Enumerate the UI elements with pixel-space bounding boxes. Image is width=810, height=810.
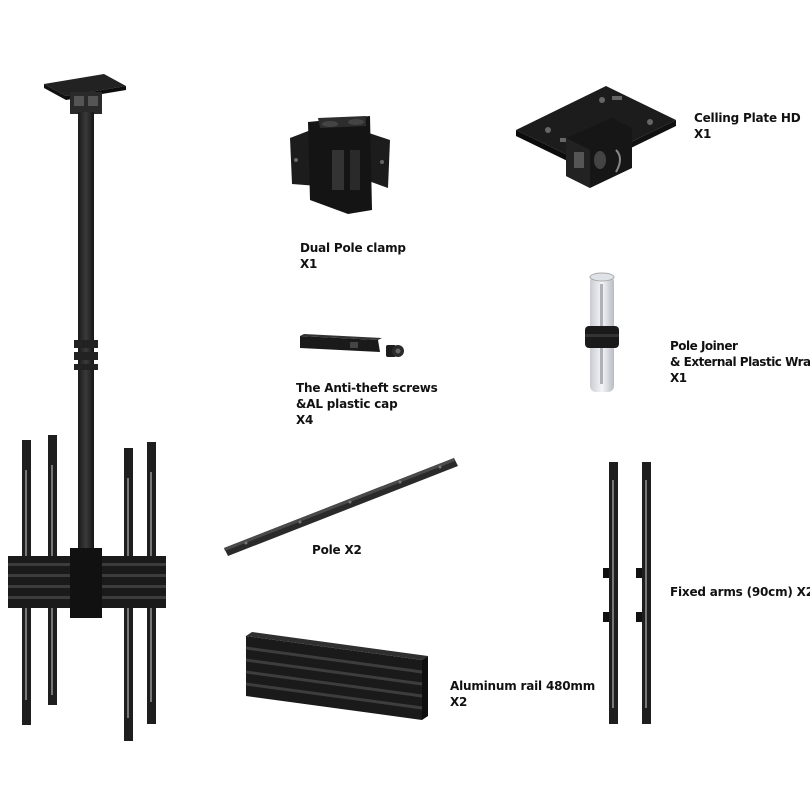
label-anti-theft-qty: X4 — [296, 413, 314, 427]
label-pole-joiner: Pole Joiner & External Plastic Wrap X1 — [670, 338, 810, 386]
label-anti-theft-line2: &AL plastic cap — [296, 397, 398, 411]
label-anti-theft: The Anti-theft screws &AL plastic cap X4 — [296, 380, 438, 428]
pole-image — [224, 458, 458, 556]
pole-joiner-image — [585, 272, 619, 392]
label-pole: Pole X2 — [312, 542, 362, 558]
label-dual-pole-clamp-name: Dual Pole clamp — [300, 241, 406, 255]
label-fixed-arms: Fixed arms (90cm) X2 — [670, 584, 810, 600]
ceiling-plate-image — [516, 86, 676, 188]
label-fixed-arms-name: Fixed arms (90cm) X2 — [670, 585, 810, 599]
label-aluminum-rail: Aluminum rail 480mm X2 — [450, 678, 595, 710]
label-pole-joiner-qty: X1 — [670, 371, 687, 385]
anti-theft-screws-image — [300, 334, 404, 357]
label-pole-joiner-line1: Pole Joiner — [670, 339, 738, 353]
label-dual-pole-clamp: Dual Pole clamp X1 — [300, 240, 406, 272]
assembled-mount-image — [8, 74, 166, 741]
label-pole-joiner-line2: & External Plastic Wrap — [670, 355, 810, 369]
aluminum-rail-image — [245, 632, 428, 720]
label-aluminum-rail-qty: X2 — [450, 695, 468, 709]
fixed-arms-image — [603, 462, 651, 724]
label-aluminum-rail-name: Aluminum rail 480mm — [450, 679, 596, 693]
label-anti-theft-line1: The Anti-theft screws — [296, 381, 438, 395]
label-ceiling-plate: Celling Plate HD X1 — [694, 110, 801, 142]
label-pole-name: Pole X2 — [312, 543, 362, 557]
label-dual-pole-clamp-qty: X1 — [300, 257, 318, 271]
dual-pole-clamp-image — [290, 116, 390, 214]
label-ceiling-plate-qty: X1 — [694, 127, 712, 141]
label-ceiling-plate-name: Celling Plate HD — [694, 111, 801, 125]
